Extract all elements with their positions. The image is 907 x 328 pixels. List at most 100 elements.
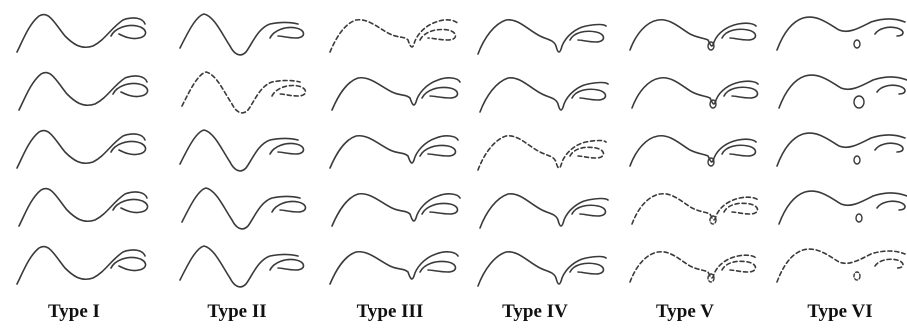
contour-tracing [180,14,304,55]
island-mark [854,156,860,164]
hook-curve [722,145,756,156]
hook-curve [113,199,148,212]
outline-curve [632,78,758,108]
hook-curve [875,27,903,36]
outline-curve [630,136,756,166]
outline-curve [480,78,608,112]
contour-drawings [0,0,907,300]
outline-curve [180,14,298,55]
hook-curve [570,31,604,42]
hook-curve [570,147,604,158]
contour-tracing [330,20,458,52]
outline-curve [17,247,145,284]
outline-curve [777,249,905,282]
hook-curve [875,143,903,152]
outline-curve [630,20,756,50]
contour-tracing [632,194,758,224]
outline-curve [632,194,758,224]
hook-curve [111,141,146,154]
contour-tracing [630,252,756,282]
contour-tracing [182,72,306,113]
island-mark [854,96,864,108]
hook-curve [270,143,304,154]
hook-curve [420,145,456,156]
hook-curve [270,27,304,38]
hook-curve [572,205,606,216]
hook-curve [111,257,146,270]
contour-tracing [330,252,458,284]
hook-curve [420,29,456,40]
contour-tracing [478,20,606,54]
hook-curve [722,29,756,40]
contour-tracing [480,194,608,228]
contour-tracing [19,189,148,226]
contour-tracing [777,17,905,50]
type-label-6: Type VI [765,301,907,323]
hook-curve [724,203,758,214]
outline-curve [19,73,147,110]
outline-curve [182,188,300,229]
outline-curve [779,191,907,224]
contour-tracing [332,78,460,110]
hook-curve [111,25,146,38]
contour-tracing [332,194,460,226]
hook-curve [722,261,756,272]
type-label-5: Type V [610,301,760,323]
contour-tracing [630,136,756,166]
contour-tracing [478,136,606,170]
type-label-3: Type III [315,301,465,323]
outline-curve [480,194,608,228]
outline-curve [330,252,458,284]
hook-curve [877,201,905,210]
outline-curve [17,131,145,168]
outline-curve [332,194,460,226]
outline-curve [630,252,756,282]
outline-curve [777,17,905,50]
hook-curve [422,87,458,98]
outline-curve [17,15,145,52]
hook-curve [270,259,304,270]
hook-curve [877,85,905,94]
type-label-1: Type I [0,301,149,323]
contour-tracing [182,188,306,229]
outline-curve [330,136,458,168]
hook-curve [724,87,758,98]
contour-tracing [779,191,907,224]
outline-curve [478,252,606,286]
type-label-2: Type II [162,301,312,323]
contour-tracing [19,73,148,110]
outline-curve [330,20,458,52]
contour-tracing [17,247,146,284]
hook-curve [422,203,458,214]
outline-curve [777,133,905,166]
contour-tracing [480,78,608,112]
contour-tracing [17,131,146,168]
contour-tracing [632,78,758,108]
type-label-4: Type IV [460,301,610,323]
outline-curve [332,78,460,110]
contour-tracing [777,249,905,282]
contour-tracing [180,246,304,287]
contour-tracing [330,136,458,168]
contour-tracing [180,130,304,171]
outline-curve [779,75,907,108]
hook-curve [875,259,903,268]
hook-curve [572,89,606,100]
outline-curve [182,72,300,113]
hook-curve [570,263,604,274]
hook-curve [272,201,306,212]
hook-curve [113,83,148,96]
outline-curve [478,136,606,170]
contour-tracing [779,75,907,108]
outline-curve [180,130,298,171]
contour-tracing [630,20,756,50]
island-mark [854,40,860,48]
contour-tracing [478,252,606,286]
contour-tracing [17,15,146,52]
island-mark [856,214,862,222]
hook-curve [272,85,306,96]
island-mark [854,272,860,280]
outline-curve [180,246,298,287]
contour-tracing [777,133,905,166]
